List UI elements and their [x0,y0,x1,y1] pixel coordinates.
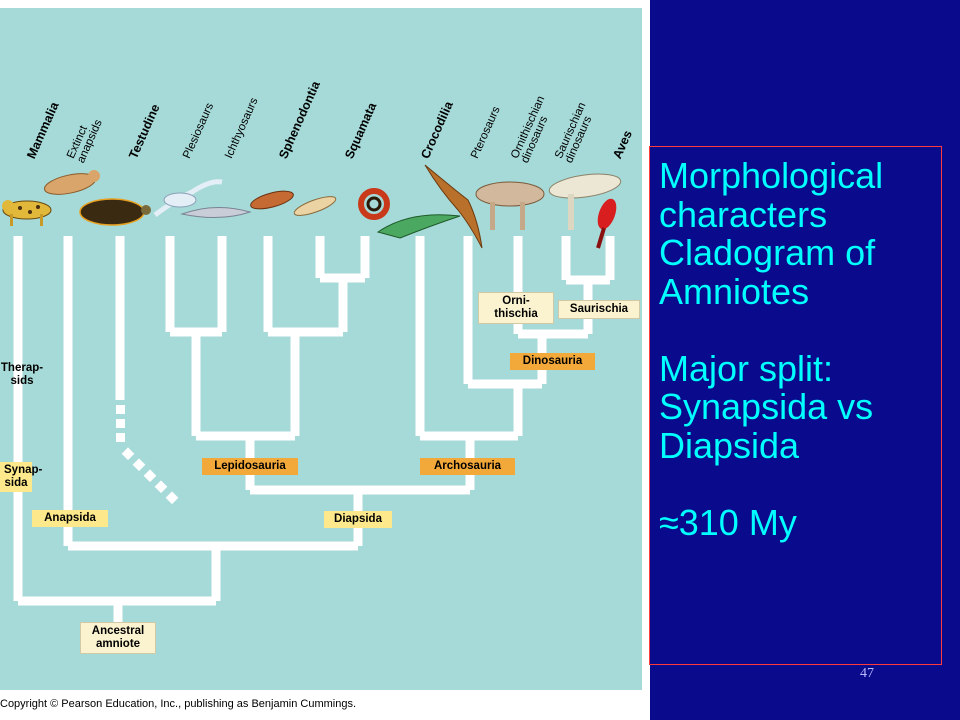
plesiosaur-icon [153,179,223,218]
clade-ornithischia-line2: thischia [494,308,538,320]
cladogram-panel [0,8,642,690]
ornithischian-dinosaur-icon [475,181,545,230]
clade-ancestral-line2: amniote [95,638,141,650]
title-line-4: Amniotes [659,270,810,312]
split-line-2: Synapsida vs [659,386,874,427]
clade-synapsida-line2: sida [4,477,28,489]
anapsid-icon [43,170,100,195]
split-line-1: Major split: [659,347,834,389]
title-line-2: characters [659,193,828,235]
title-line-3: Cladogram of [659,232,876,273]
spacer-line-2 [659,465,883,504]
clade-anapsida: Anapsida [32,510,108,527]
page-number: 47 [860,666,874,681]
turtle-icon [79,198,151,226]
split-line-3: Diapsida [659,424,800,466]
clade-dinosauria: Dinosauria [510,353,595,370]
clade-lepidosauria: Lepidosauria [202,458,298,475]
title-line-1: Morphological [659,155,884,196]
saurischian-dinosaur-icon [548,173,622,230]
crocodile-icon [376,214,461,239]
slide-text-box[interactable] [649,146,942,665]
clade-synapsida-line1: Synap- [4,464,43,476]
spacer-line [659,311,883,350]
clade-therapsids-line1: Therap- [0,362,44,374]
slide-text: Morphological characters Cladogram of Am… [659,155,884,543]
clade-ancestral-line1: Ancestral [91,625,145,637]
slide-text-area [650,0,960,720]
ichthyosaur-icon [180,206,252,219]
clade-ornithischia: Orni-thischia [478,292,554,324]
tuatara-icon [250,190,294,210]
leopard-icon [2,200,52,226]
clade-synapsida: Synap-sida [0,462,42,492]
cardinal-bird-icon [596,198,617,249]
pterosaur-icon [424,164,483,249]
snake-icon [358,188,390,220]
clade-diapsida: Diapsida [324,511,392,528]
clade-archosauria: Archosauria [420,458,515,475]
lizard-icon [293,196,337,216]
clade-ornithischia-line1: Orni- [502,295,530,307]
age-estimate: ≈310 My [659,501,797,543]
clade-saurischia: Saurischia [558,300,640,319]
dashed-uncertain-branch [116,405,179,505]
clade-therapsids-line2: sids [10,375,34,387]
clade-therapsids: Therap-sids [0,362,44,388]
copyright-notice: Copyright © Pearson Education, Inc., pub… [0,698,357,710]
